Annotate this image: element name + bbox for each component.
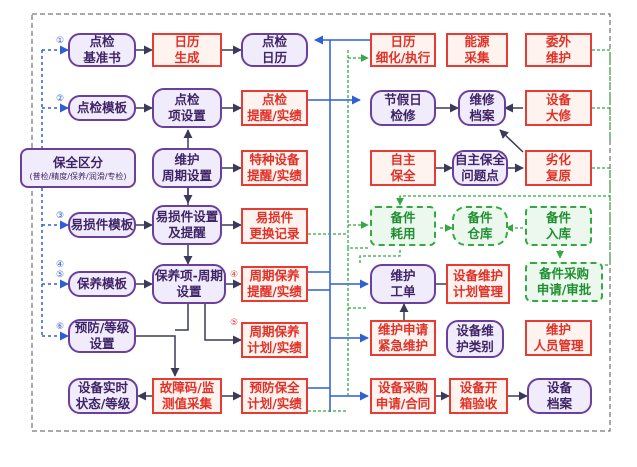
node-yufang-baoquan: 预防保全 计划/实绩: [241, 378, 308, 414]
node-kaixiang-yanshou: 设备开 箱验收: [449, 378, 508, 414]
node-weihu-leibie: 设备维 护类别: [446, 320, 504, 358]
node-guzhangma: 故障码/监 测值采集: [152, 378, 222, 414]
node-beijian-ruku: 备件 入库: [525, 206, 592, 246]
marker-6: ⑥: [56, 322, 65, 332]
marker-2: ②: [56, 94, 65, 104]
node-weixiu-dangan: 维修 档案: [458, 90, 506, 126]
node-shishi-zhuangtai: 设备实时 状态/等级: [68, 378, 138, 414]
node-jinji-weihu: 维护申请 紧急维护: [370, 320, 436, 356]
node-shebei-daxiu: 设备 大修: [525, 90, 592, 126]
blue-links: [308, 35, 370, 412]
node-beijian-haoyong: 备件 耗用: [370, 206, 436, 246]
green-links: [308, 49, 611, 412]
dark-links: [136, 45, 528, 401]
marker-4: ④: [56, 260, 65, 270]
node-shebei-caigou: 设备采购 申请/合同: [370, 378, 436, 414]
node-zhouqi-baoyang-tixing: 周期保养 提醒/实绩: [241, 266, 308, 302]
node-yisunjian-shezhi: 易损件设置 及提醒: [152, 205, 222, 245]
node-yisunjian-genghuan: 易损件 更换记录: [241, 208, 308, 244]
node-dianjian-xiangshezhi: 点检 项设置: [152, 88, 222, 128]
node-jiajiari-jianxiu: 节假日 检修: [370, 90, 436, 126]
node-dianjian-muban: 点检模板: [68, 95, 136, 121]
node-dianjian-tixing: 点检 提醒/实绩: [241, 90, 308, 126]
node-renyuan-guanli: 维护 人员管理: [525, 320, 592, 356]
node-dianjian-jizhunshu: 点检 基准书: [68, 33, 136, 67]
node-yufang-dengji: 预防/等级 设置: [68, 319, 136, 353]
node-zhouqi-baoyang-jihua: 周期保养 计划/实绩: [241, 322, 308, 358]
node-dianjian-rili: 点检 日历: [241, 33, 308, 67]
marker-1: ①: [56, 36, 65, 46]
node-liehua-fuyuan: 劣化 复原: [525, 150, 592, 186]
marker-4-right: ④: [230, 270, 239, 280]
node-rili-shengcheng: 日历 生成: [152, 33, 222, 67]
baoquan-qufen-subtitle: (普检/精度/保养/润滑/专检): [29, 171, 127, 181]
node-weiwai-weihu: 委外 维护: [525, 33, 592, 67]
marker-3: ③: [56, 211, 65, 221]
node-baoyang-zhouqi: 保养项-周期 设置: [152, 264, 226, 304]
node-zizhu-wenti: 自主保全 问题点: [452, 150, 508, 186]
node-nengyuan-caiji: 能源 采集: [446, 33, 508, 67]
marker-5: ⑤: [56, 270, 65, 280]
node-yisunjian-muban: 易损件模板: [68, 212, 136, 238]
node-jihua-guanli: 设备维护 计划管理: [446, 264, 510, 304]
node-tezhong-shebei: 特种设备 提醒/实绩: [241, 150, 308, 186]
node-caigou-shenqing: 备件采购 申请/审批: [525, 262, 603, 302]
baoquan-qufen-title: 保全区分: [52, 154, 103, 170]
node-baoyang-muban: 保养模板: [68, 271, 136, 297]
node-baoquan-qufen: 保全区分 (普检/精度/保养/润滑/专检): [20, 148, 136, 188]
left-dashed-links: [41, 45, 69, 341]
node-zizhu-baoquan: 自主 保全: [370, 150, 436, 186]
node-weihu-gongdan: 维护 工单: [370, 264, 436, 304]
node-beijian-cangku: 备件 仓库: [452, 206, 508, 246]
node-rili-xihua: 日历 细化/执行: [370, 33, 436, 67]
marker-5-right: ⑤: [230, 318, 239, 328]
node-shebei-dangan: 设备 档案: [527, 378, 592, 414]
node-weihu-zhouqi: 维护 周期设置: [152, 148, 222, 188]
